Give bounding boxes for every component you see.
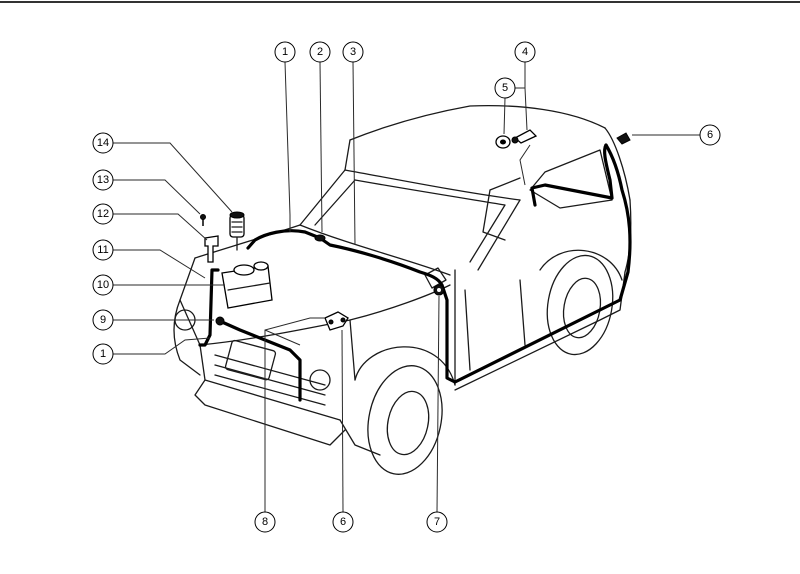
callout-4: 4 <box>514 41 536 63</box>
callout-6-hood: 6 <box>332 511 354 533</box>
grommet <box>433 284 445 296</box>
leader-lines <box>113 61 700 513</box>
callout-label: 4 <box>522 46 528 58</box>
callout-7: 7 <box>426 511 448 533</box>
callout-label: 8 <box>262 516 268 528</box>
callout-3: 3 <box>342 41 364 63</box>
rear-nozzle-parts <box>495 129 538 149</box>
callout-label: 10 <box>97 279 109 291</box>
washer-pump <box>229 211 245 251</box>
callout-14: 14 <box>92 132 114 154</box>
callout-label: 7 <box>434 516 440 528</box>
washer-reservoir <box>221 261 273 309</box>
callout-11: 11 <box>92 239 114 261</box>
callout-label: 6 <box>340 516 346 528</box>
callout-8: 8 <box>254 511 276 533</box>
callout-label: 3 <box>350 46 356 58</box>
callout-9: 9 <box>92 309 114 331</box>
hose-connector <box>314 234 326 242</box>
callout-label: 14 <box>97 137 109 149</box>
callout-label: 11 <box>97 244 108 256</box>
callout-label: 12 <box>97 208 109 220</box>
callout-label: 5 <box>502 82 508 94</box>
callout-6-rear: 6 <box>699 124 721 146</box>
hood-nozzles <box>324 311 349 331</box>
washer-hoses <box>198 143 632 402</box>
screw <box>200 214 206 226</box>
tee-connector <box>215 316 225 326</box>
callout-13: 13 <box>92 169 114 191</box>
callout-1-bottom: 1 <box>92 343 114 365</box>
callout-1-top: 1 <box>274 41 296 63</box>
bracket <box>204 235 219 263</box>
callout-label: 9 <box>100 314 106 326</box>
callout-label: 6 <box>707 129 713 141</box>
callout-10: 10 <box>92 274 114 296</box>
callout-label: 1 <box>100 348 106 360</box>
callout-12: 12 <box>92 203 114 225</box>
callout-label: 2 <box>317 46 323 58</box>
rear-nozzle <box>616 132 631 145</box>
callout-5: 5 <box>494 77 516 99</box>
callout-label: 13 <box>97 174 109 186</box>
callout-label: 1 <box>282 46 288 58</box>
callout-2: 2 <box>309 41 331 63</box>
